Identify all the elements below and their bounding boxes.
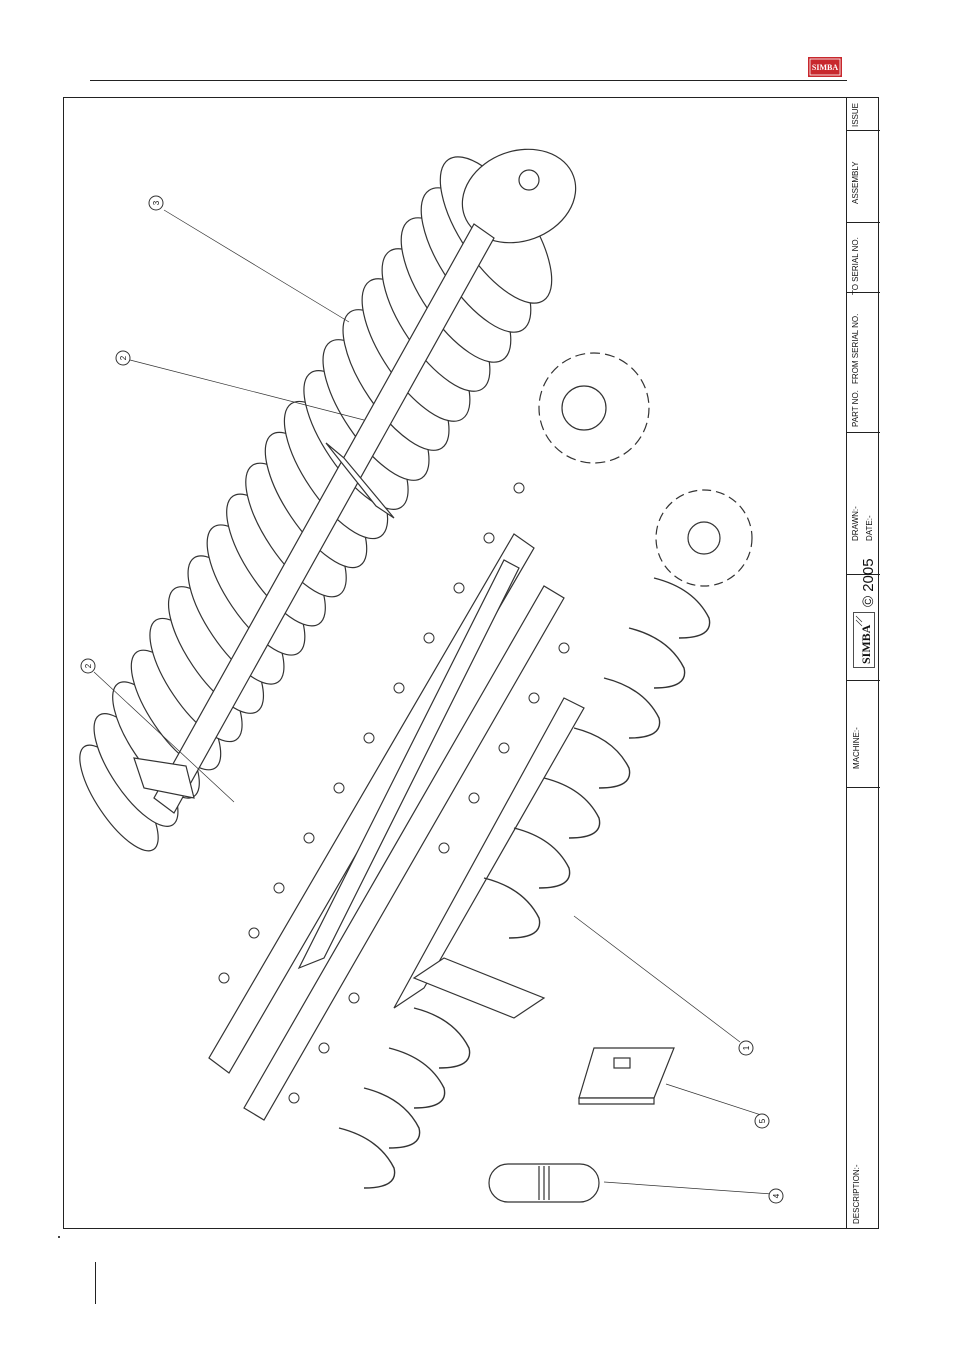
copyright-text: © 2005: [860, 558, 877, 607]
simba-logo: SIMBA: [808, 57, 842, 77]
header-rule: [90, 80, 847, 81]
notched-discs: [539, 353, 752, 586]
description-label: DESCRIPTION:-: [852, 1164, 861, 1224]
part-no-label: PART NO.: [851, 390, 860, 427]
machine-label: MACHINE:-: [852, 727, 861, 769]
simba-logo-text: SIMBA: [812, 63, 838, 72]
callout-4-text: 4: [772, 1193, 781, 1198]
exploded-parts-drawing: 3 2 2 1 5 4: [64, 98, 845, 1228]
manual-book: [579, 1048, 674, 1104]
callout-2-lower-text: 2: [84, 663, 93, 668]
issue-label: ISSUE: [851, 103, 860, 127]
title-block-logo: SIMBA: [853, 612, 875, 668]
footer-mark: [95, 1262, 96, 1304]
from-serial-label: FROM SERIAL NO.: [851, 314, 860, 384]
title-block-logo-text: SIMBA: [859, 624, 873, 664]
callout-2-upper-text: 2: [119, 355, 128, 360]
callout-3-text: 3: [152, 200, 161, 205]
assembly-label: ASSEMBLY: [851, 161, 860, 204]
date-label: DATE:-: [865, 515, 874, 541]
to-serial-label: TO SERIAL NO.: [851, 237, 860, 295]
callout-1-text: 1: [742, 1045, 751, 1050]
margin-dot: [58, 1236, 60, 1238]
cylinder-part: [489, 1164, 599, 1202]
drawn-label: DRAWN:-: [851, 506, 860, 541]
callout-5-text: 5: [758, 1118, 767, 1123]
